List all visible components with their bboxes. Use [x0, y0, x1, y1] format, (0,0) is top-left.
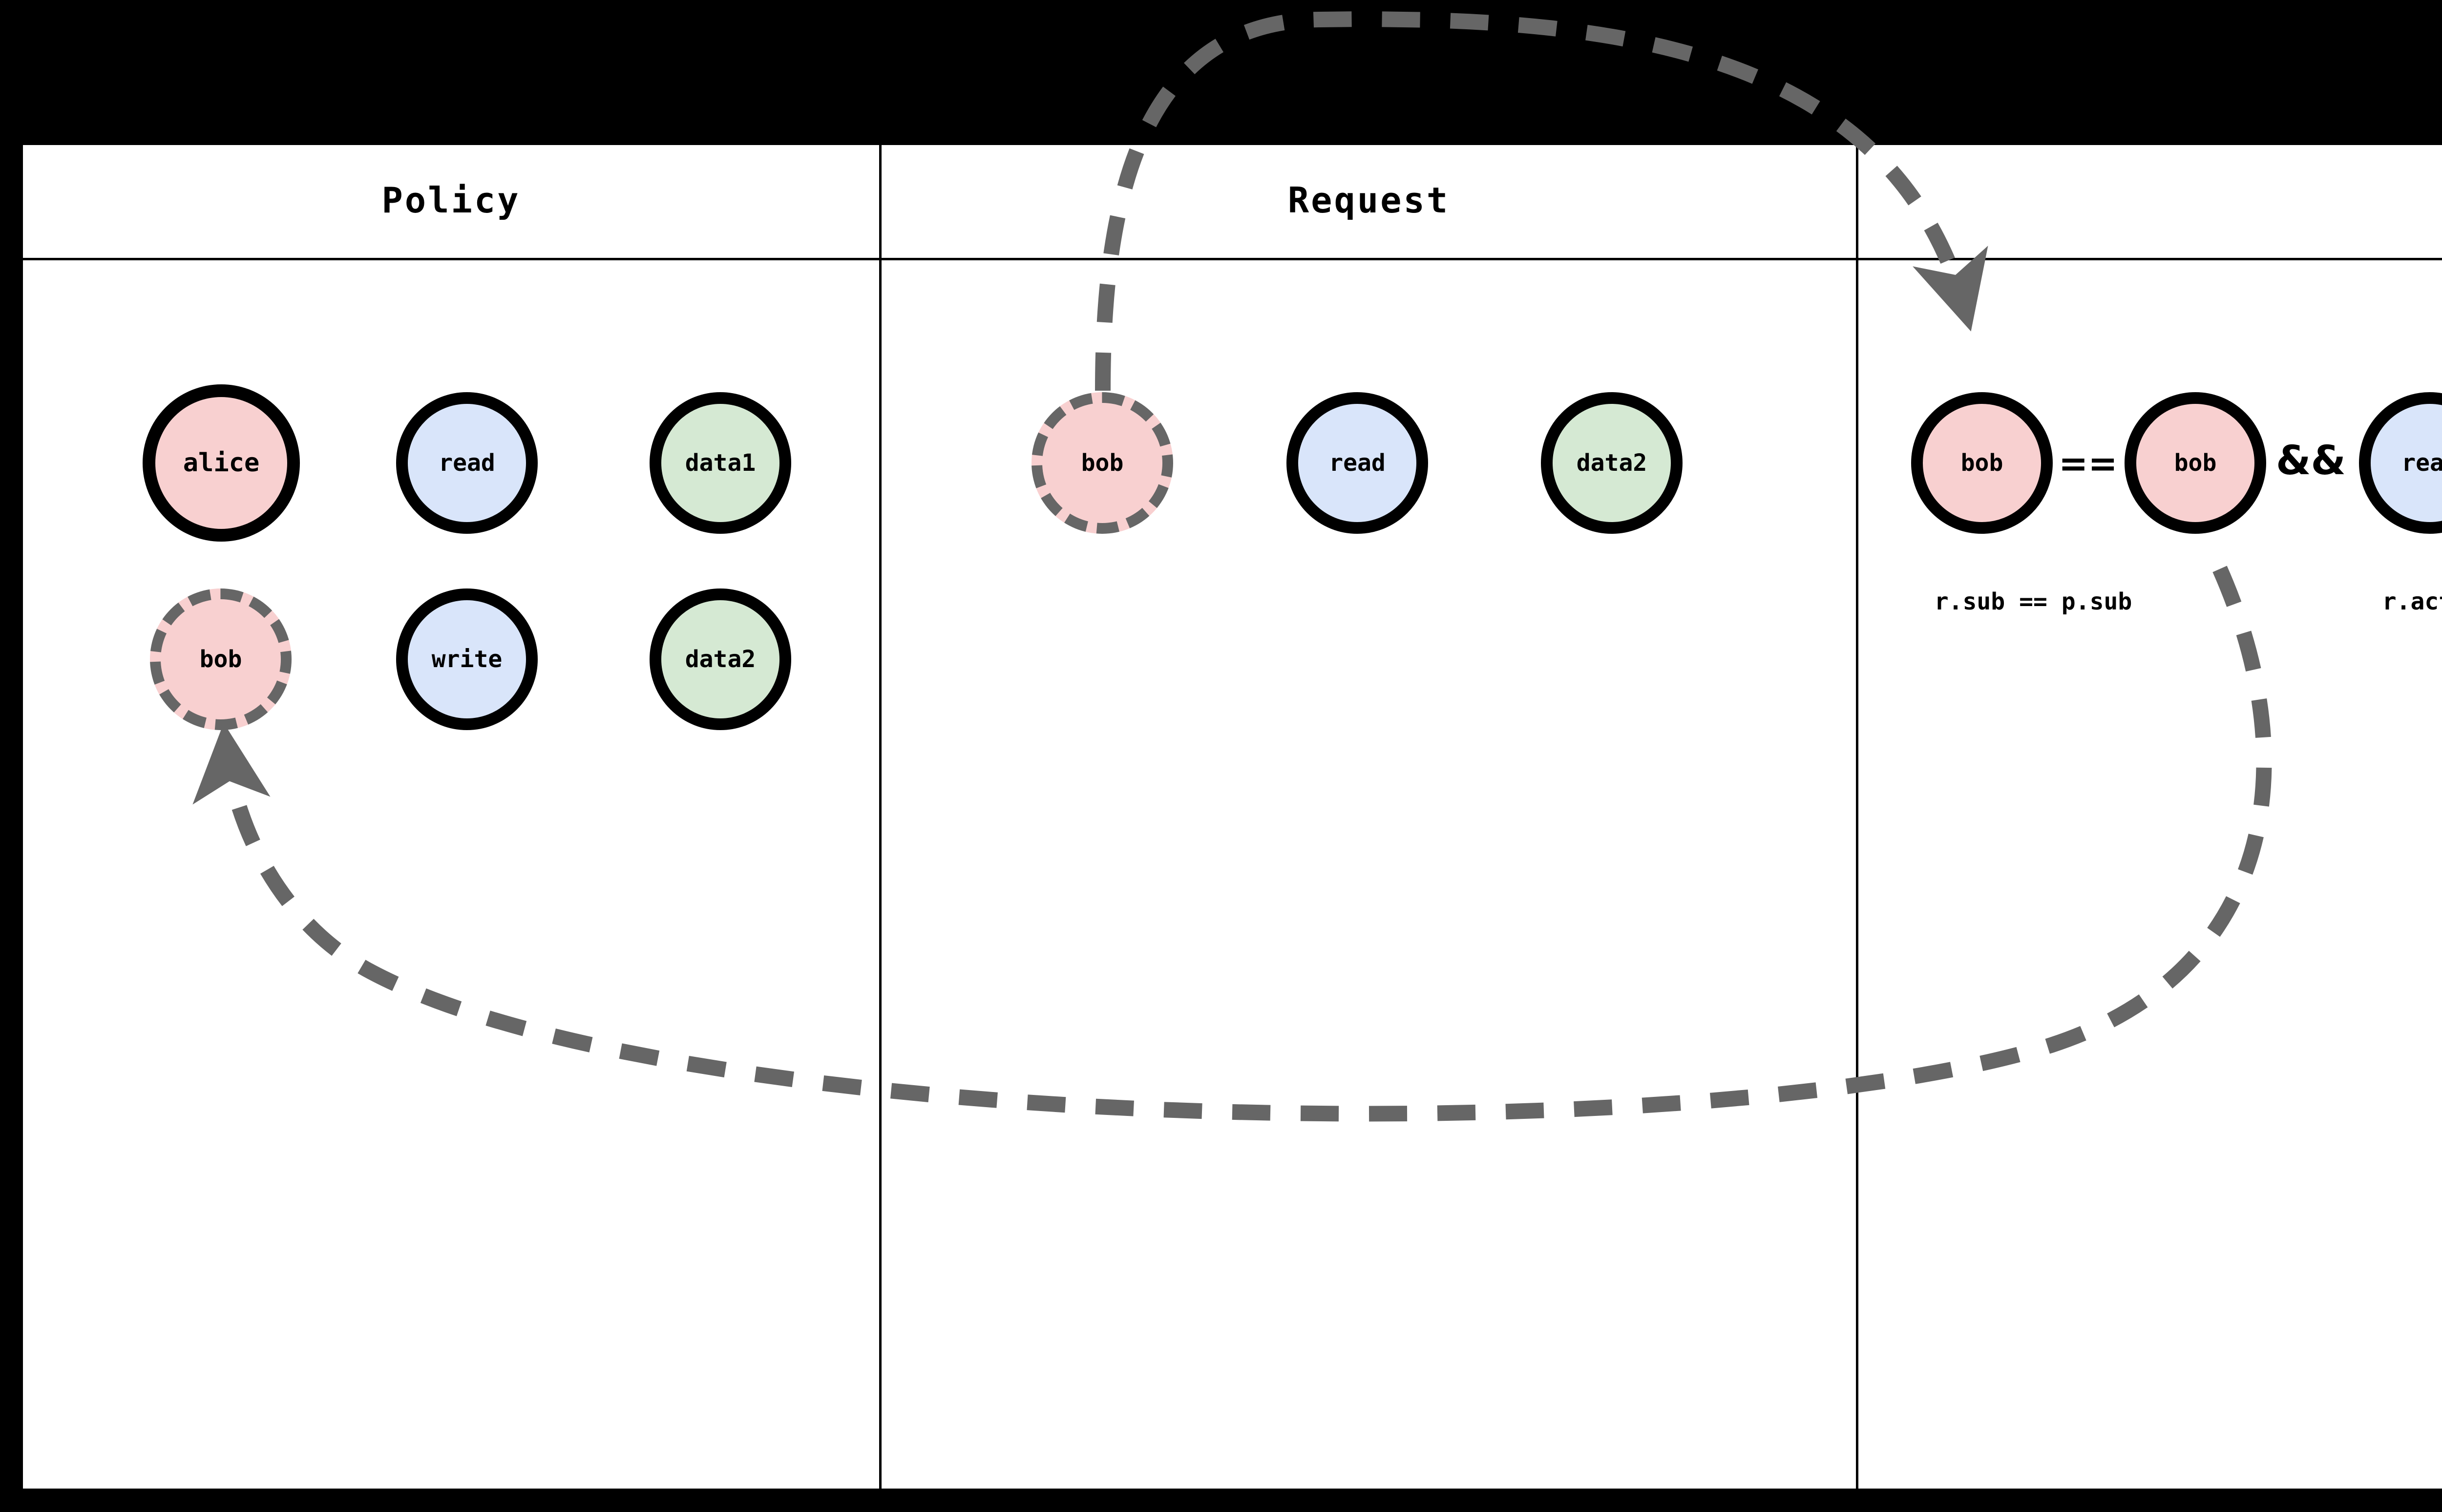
column-divider-policy-request	[879, 145, 882, 1489]
diagram-frame	[21, 143, 2442, 1491]
matching-caption-act: r.act == p.act	[2382, 588, 2442, 615]
matching-operator-eq-sub: ==	[2059, 443, 2118, 484]
column-title-request: Request	[1287, 180, 1450, 221]
column-title-policy: Policy	[381, 180, 521, 221]
column-title-matching: Matching	[1858, 173, 2442, 227]
request-node-act-read[interactable]: read	[1286, 392, 1428, 534]
header-divider-rule	[21, 258, 2442, 260]
request-node-sub-bob[interactable]: bob	[1032, 392, 1173, 534]
column-divider-request-matching	[1856, 145, 1858, 1489]
matching-node-sub-policy[interactable]: bob	[2125, 392, 2266, 534]
policy-node-sub-alice[interactable]: alice	[143, 384, 300, 542]
policy-node-sub-bob[interactable]: bob	[150, 588, 292, 730]
matching-caption-sub: r.sub == p.sub	[1934, 588, 2132, 615]
matching-node-sub-request[interactable]: bob	[1911, 392, 2053, 534]
policy-node-obj-data1[interactable]: data1	[650, 392, 791, 534]
policy-node-act-read[interactable]: read	[396, 392, 538, 534]
request-node-obj-data2[interactable]: data2	[1541, 392, 1683, 534]
matching-conjunction-1: &&	[2276, 438, 2346, 484]
policy-node-obj-data2[interactable]: data2	[650, 588, 791, 730]
policy-node-act-write[interactable]: write	[396, 588, 538, 730]
